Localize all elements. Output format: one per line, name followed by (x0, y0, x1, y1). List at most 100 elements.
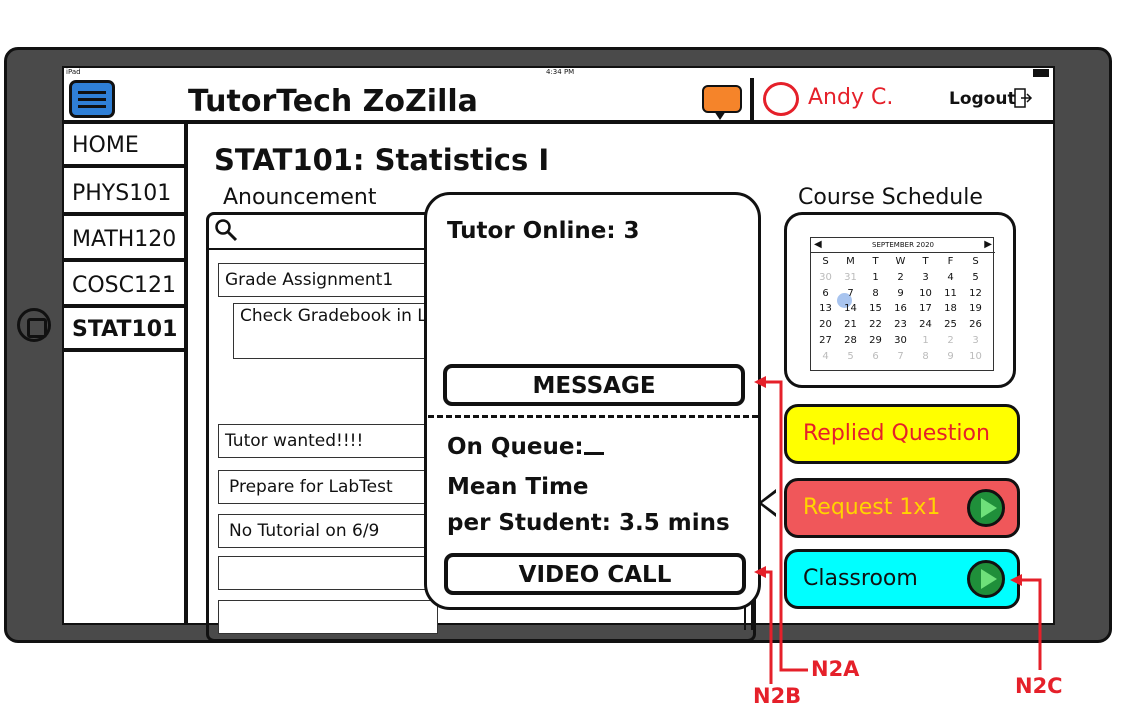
next-month-icon[interactable]: ▶ (984, 239, 992, 250)
calendar-day[interactable]: 21 (844, 319, 857, 331)
home-hardware-button[interactable] (17, 308, 51, 342)
calendar-day[interactable]: 29 (869, 335, 882, 346)
calendar-day[interactable]: 18 (944, 303, 957, 315)
annotation-n2b: N2B (753, 684, 802, 708)
calendar-day[interactable]: 24 (919, 319, 932, 331)
request-1x1-button[interactable]: Request 1x1 (784, 478, 1020, 538)
avatar[interactable] (763, 82, 799, 116)
calendar-day[interactable]: 15 (869, 303, 882, 315)
calendar-day[interactable]: 8 (922, 350, 929, 362)
calendar-day[interactable]: 30 (894, 335, 907, 346)
calendar-day[interactable]: 6 (822, 287, 829, 299)
calendar-day[interactable]: 3 (922, 271, 929, 283)
calendar-day[interactable]: 9 (947, 350, 954, 362)
calendar-day[interactable]: 11 (944, 287, 957, 299)
calendar-day[interactable]: 1 (922, 335, 929, 346)
calendar-day[interactable]: 31 (844, 271, 857, 283)
calendar-day[interactable]: 8 (872, 287, 879, 299)
calendar-month: SEPTEMBER 2020 (872, 241, 934, 249)
calendar-day[interactable]: 13 (819, 303, 832, 315)
announcement-item[interactable] (218, 556, 438, 590)
calendar-weekday: S (972, 256, 979, 267)
popup-pointer-fill (762, 492, 777, 514)
calendar-weekday: F (947, 256, 954, 267)
status-bar: iPad 4:34 PM (62, 66, 1055, 78)
user-name[interactable]: Andy C. (808, 85, 894, 110)
calendar-day[interactable]: 22 (869, 319, 882, 331)
calendar-weekday: T (872, 256, 879, 267)
classroom-button[interactable]: Classroom (784, 549, 1020, 609)
video-call-button[interactable]: VIDEO CALL (444, 553, 746, 595)
chat-icon[interactable] (702, 85, 742, 120)
play-icon[interactable] (967, 560, 1005, 598)
calendar-day[interactable]: 16 (894, 303, 907, 315)
sidebar-item-stat101[interactable]: STAT101 (62, 308, 186, 352)
announcement-item[interactable]: Grade Assignment1 (218, 263, 438, 297)
tutor-online-count: Tutor Online: 3 (447, 218, 640, 244)
announcement-item[interactable]: No Tutorial on 6/9 (218, 514, 438, 548)
announcement-label: Anouncement (223, 185, 377, 210)
calendar-day[interactable]: 26 (969, 319, 982, 331)
app-title: TutorTech ZoZilla (188, 84, 478, 119)
calendar-day[interactable]: 19 (969, 303, 982, 315)
calendar-day[interactable]: 5 (847, 350, 854, 362)
sidebar-divider (184, 122, 188, 625)
calendar-day[interactable]: 3 (972, 335, 979, 346)
calendar-day[interactable]: 10 (919, 287, 932, 299)
mean-time-value: per Student: 3.5 mins (447, 510, 730, 536)
replied-question-button[interactable]: Replied Question (784, 404, 1020, 464)
calendar-day[interactable]: 20 (819, 319, 832, 331)
sidebar-item-math120[interactable]: MATH120 (62, 218, 186, 262)
calendar-day[interactable]: 1 (872, 271, 879, 283)
calendar-day[interactable]: 10 (969, 350, 982, 362)
announcement-item[interactable]: Prepare for LabTest (218, 470, 438, 504)
mean-time-label: Mean Time (447, 474, 589, 500)
status-time: 4:34 PM (546, 68, 575, 76)
header-rule (62, 120, 1055, 124)
calendar-day[interactable]: 25 (944, 319, 957, 331)
annotation-arrows (754, 376, 1042, 684)
announcement-item[interactable] (218, 600, 438, 634)
sidebar-item-phys101[interactable]: PHYS101 (62, 172, 186, 216)
calendar-day[interactable]: 23 (894, 319, 907, 331)
page-title: STAT101: Statistics Ⅰ (214, 143, 550, 177)
calendar-day[interactable]: 17 (919, 303, 932, 315)
calendar-card (784, 212, 1016, 388)
calendar-day[interactable]: 6 (872, 350, 879, 362)
logout-button[interactable]: Logout (949, 89, 1016, 109)
annotation-n2a: N2A (811, 657, 860, 681)
search-icon[interactable] (214, 218, 238, 242)
today-highlight (837, 293, 852, 308)
calendar-day[interactable]: 4 (947, 271, 954, 283)
annotation-n2c: N2C (1015, 674, 1063, 698)
calendar-day[interactable]: 2 (947, 335, 954, 346)
search-underline (208, 248, 438, 250)
announcement-detail: Check Gradebook in Lea (233, 303, 433, 359)
calendar-day[interactable]: 12 (969, 287, 982, 299)
announcement-item[interactable]: Tutor wanted!!!! (218, 424, 438, 458)
calendar-day[interactable]: 9 (897, 287, 904, 299)
calendar-weekday: M (846, 256, 855, 267)
message-button[interactable]: MESSAGE (443, 364, 745, 406)
calendar-day[interactable]: 28 (844, 335, 857, 346)
calendar-day[interactable]: 7 (847, 287, 854, 299)
battery-icon (1033, 69, 1049, 77)
classroom-label: Classroom (803, 566, 918, 591)
play-icon[interactable] (967, 489, 1005, 527)
sidebar-item-home[interactable]: HOME (62, 124, 186, 168)
calendar-day[interactable]: 2 (897, 271, 904, 283)
header-divider (750, 78, 754, 122)
replied-question-label: Replied Question (803, 421, 990, 446)
calendar-day[interactable]: 7 (897, 350, 904, 362)
calendar-day[interactable]: 27 (819, 335, 832, 346)
calendar-day[interactable]: 14 (844, 303, 857, 315)
prev-month-icon[interactable]: ◀ (814, 239, 822, 250)
calendar-day[interactable]: 5 (972, 271, 979, 283)
sidebar-item-cosc121[interactable]: COSC121 (62, 264, 186, 308)
logout-icon[interactable] (1013, 87, 1033, 109)
calendar-day[interactable]: 4 (822, 350, 829, 362)
calendar-weekday: S (822, 256, 829, 267)
calendar-day[interactable]: 30 (819, 271, 832, 283)
hamburger-menu-button[interactable] (69, 80, 115, 118)
